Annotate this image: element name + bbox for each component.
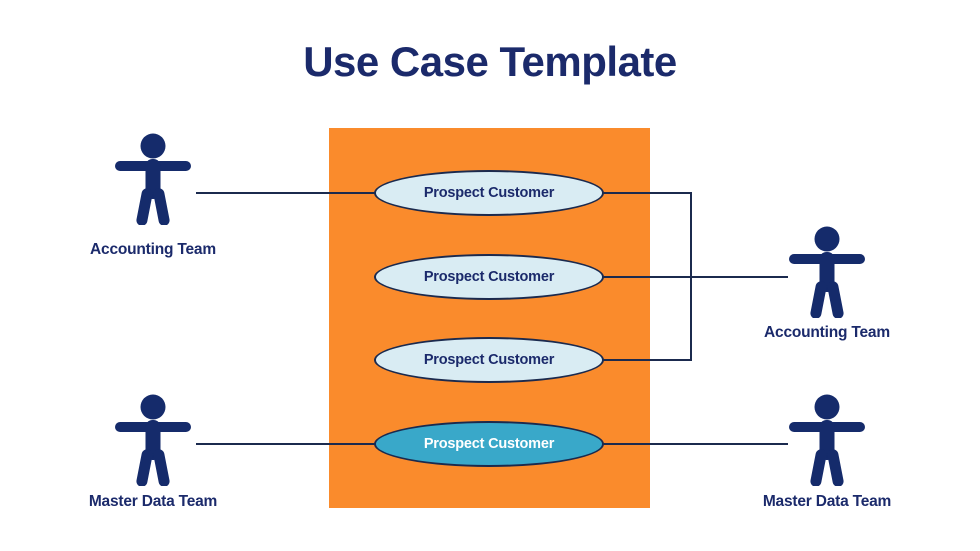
use-case-ellipse-1[interactable]: Prospect Customer	[374, 170, 604, 216]
person-actor-icon[interactable]	[105, 394, 201, 486]
actor-label-top-left: Accounting Team	[90, 241, 216, 258]
person-actor-icon[interactable]	[779, 226, 875, 318]
use-case-label: Prospect Customer	[423, 269, 555, 285]
use-case-label: Prospect Customer	[423, 352, 555, 368]
use-case-ellipse-2[interactable]: Prospect Customer	[374, 254, 604, 300]
page-title: Use Case Template	[303, 38, 677, 85]
person-actor-icon[interactable]	[779, 394, 875, 486]
actor-label-bottom-right: Master Data Team	[762, 493, 892, 510]
use-case-label: Prospect Customer	[423, 436, 555, 452]
actor-label-bottom-left: Master Data Team	[88, 493, 218, 510]
use-case-label: Prospect Customer	[423, 185, 555, 201]
actor-label-middle-right: Accounting Team	[764, 324, 890, 341]
use-case-ellipse-3[interactable]: Prospect Customer	[374, 337, 604, 383]
person-actor-icon[interactable]	[105, 133, 201, 225]
use-case-ellipse-4[interactable]: Prospect Customer	[374, 421, 604, 467]
